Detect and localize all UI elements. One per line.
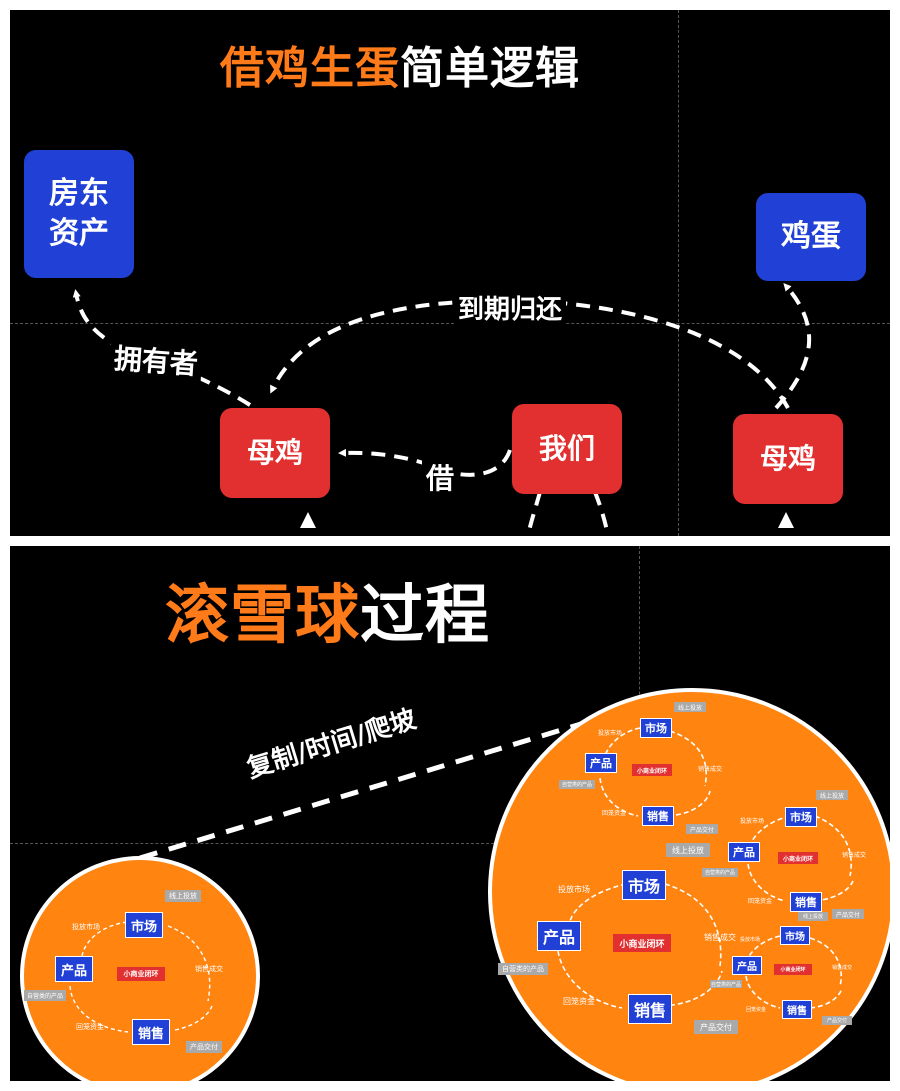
big-invest-market: 投放市场 <box>558 885 590 894</box>
loop-c-online: 线上投放 <box>798 912 828 921</box>
loop-a-own-product: 自营类的产品 <box>559 780 595 789</box>
loop-b-core: 小商业闭环 <box>778 852 818 864</box>
egg-box: 鸡蛋 <box>756 193 866 281</box>
title-rest: 过程 <box>360 579 490 653</box>
loop-a-sales: 销售 <box>642 806 674 826</box>
loop-b-sales: 销售 <box>790 892 822 912</box>
loop-b-market: 市场 <box>785 807 817 827</box>
guide-line <box>10 323 890 324</box>
small-core: 小商业闭环 <box>117 967 165 981</box>
us-box: 我们 <box>512 404 622 494</box>
loop-c-core: 小商业闭环 <box>774 964 812 975</box>
label-borrow: 借 <box>422 457 459 497</box>
title-rest: 简单逻辑 <box>400 43 580 94</box>
landlord-line-2: 资产 <box>49 216 109 251</box>
small-delivery: 产品交付 <box>186 1041 222 1053</box>
big-core: 小商业闭环 <box>613 934 671 952</box>
loop-a-product: 产品 <box>585 753 617 773</box>
loop-b-deal: 销售成交 <box>842 852 867 859</box>
big-deal: 销售成交 <box>704 933 736 942</box>
big-online: 线上投放 <box>666 843 710 857</box>
landlord-asset-box: 房东资产 <box>24 150 134 278</box>
arrow-return <box>270 298 790 409</box>
loop-a-invest-market: 投放市场 <box>598 730 623 737</box>
loop-b-invest-market: 投放市场 <box>740 818 765 825</box>
title-accent: 滚雪球 <box>165 579 360 653</box>
flow-arrows <box>72 283 812 536</box>
growth-line <box>139 703 641 861</box>
arrow-egg <box>774 283 812 410</box>
loop-c-sales: 销售 <box>782 1000 812 1019</box>
big-delivery: 产品交付 <box>694 1020 738 1034</box>
loop-c-funds: 回笼资金 <box>746 1007 767 1013</box>
page-title-snowball: 滚雪球过程 <box>165 564 490 656</box>
loop-b-own-product: 自营类的产品 <box>702 868 738 877</box>
label-owner: 拥有者 <box>108 336 204 384</box>
guide-line <box>10 843 890 844</box>
hen-left-box: 母鸡 <box>220 408 330 498</box>
loop-c-own-product: 自营类的产品 <box>710 980 742 988</box>
loop-a-delivery: 产品交付 <box>686 824 718 834</box>
big-own-product: 自营类的产品 <box>498 963 548 975</box>
loop-a-deal: 销售成交 <box>698 766 723 773</box>
line-us-down-2 <box>593 491 610 536</box>
loop-c-market: 市场 <box>780 926 810 945</box>
small-online: 线上投放 <box>165 890 201 902</box>
loop-b-funds: 回笼资金 <box>748 898 773 905</box>
hen-right-box: 母鸡 <box>733 414 843 504</box>
arrow-owner <box>72 289 252 407</box>
loop-a-core: 小商业闭环 <box>632 764 672 776</box>
loop-b-delivery: 产品交付 <box>832 909 864 919</box>
loop-b-product: 产品 <box>728 842 760 862</box>
big-funds: 回笼资金 <box>563 997 595 1006</box>
page-title: 借鸡生蛋简单逻辑 <box>220 32 580 96</box>
big-product: 产品 <box>537 921 581 951</box>
big-sales: 销售 <box>628 994 672 1024</box>
loop-a-online: 线上投放 <box>674 702 706 712</box>
loop-a-market: 市场 <box>640 718 672 738</box>
small-deal: 销售成交 <box>195 965 223 973</box>
small-sales: 销售 <box>132 1019 170 1045</box>
guide-line <box>678 10 679 536</box>
small-own-product: 自营类的产品 <box>24 990 66 1001</box>
landlord-line-1: 房东 <box>49 175 109 211</box>
loop-b-online: 线上投放 <box>816 790 848 800</box>
big-market: 市场 <box>622 870 666 900</box>
loop-a-funds: 回笼资金 <box>602 810 627 817</box>
small-market: 市场 <box>125 912 163 938</box>
loop-c-invest-market: 投放市场 <box>740 937 761 943</box>
small-product: 产品 <box>55 956 93 982</box>
loop-c-delivery: 产品交付 <box>822 1016 852 1025</box>
small-funds: 回笼资金 <box>76 1023 104 1031</box>
loop-c-product: 产品 <box>732 956 762 975</box>
snowball-graphics <box>20 688 890 1081</box>
arrow-borrow <box>338 448 512 477</box>
label-return: 到期归还 <box>454 289 567 326</box>
arrowhead-up-right <box>778 512 794 528</box>
arrowhead-up-left <box>300 512 316 528</box>
loop-c-deal: 销售成交 <box>832 965 853 971</box>
line-us-down-1 <box>526 491 542 536</box>
small-invest-market: 投放市场 <box>72 923 100 931</box>
title-accent: 借鸡生蛋 <box>220 43 400 94</box>
panel-snowball: 滚雪球过程 <box>10 546 890 1081</box>
panel-borrow-hen: 借鸡生蛋简单逻辑 房东资产 鸡蛋 母鸡 我们 母鸡 拥有者 到期归还 借 <box>10 10 890 536</box>
